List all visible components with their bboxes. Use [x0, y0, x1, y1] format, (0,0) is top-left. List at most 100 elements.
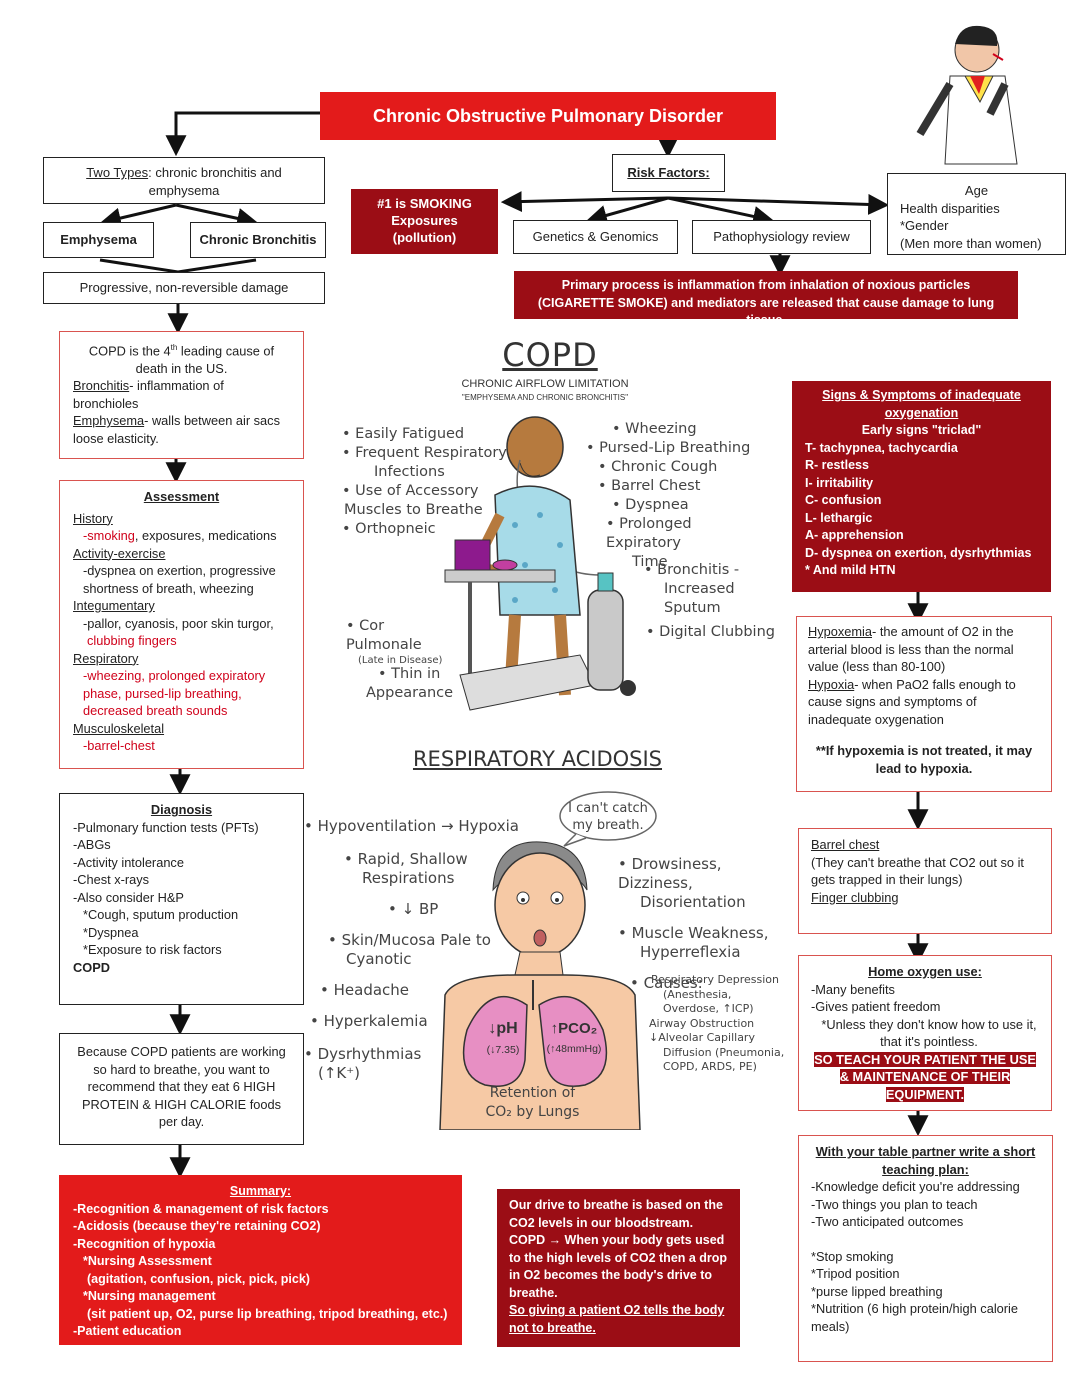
diagnosis-line: -Also consider H&P [73, 889, 184, 905]
teaching-heading: With your table partner write a short te… [815, 1144, 1036, 1177]
diagnosis-line: *Exposure to risk factors [83, 942, 222, 957]
diet-box: Because COPD patients are working so har… [59, 1033, 304, 1145]
chronic-bronchitis-box: Chronic Bronchitis [190, 222, 326, 258]
speech-bubble-text: I can't catch my breath. [568, 801, 648, 833]
drive-text-2: COPD → When your body gets used to the h… [509, 1233, 728, 1300]
bronchitis-definition: Bronchitis- inflammation of bronchioles [73, 378, 224, 411]
copd-patient-illustration [444, 416, 636, 711]
activity-label: Activity-exercise [73, 545, 166, 561]
progressive-damage-box: Progressive, non-reversible damage [43, 272, 325, 304]
teaching-item: *Stop smoking [811, 1248, 894, 1264]
respiratory-acidosis-title: RESPIRATORY ACIDOSIS [412, 747, 663, 771]
diagnosis-line: -Chest x-rays [73, 872, 150, 887]
signs-subheading: Early signs "triclad" [861, 423, 982, 437]
tricald-line: A- apprehension [805, 528, 904, 542]
copd-facts-box: COPD is the 4th leading cause of death i… [59, 331, 304, 459]
smoking-line-3: (pollution) [392, 230, 457, 245]
home-oxygen-line: -Many benefits [811, 981, 895, 997]
acidosis-causes-list: Respiratory Depression (Anesthesia, Over… [649, 973, 785, 1073]
finger-clubbing-label: Finger clubbing [811, 889, 899, 905]
cor-pulmonale-label: • Cor Pulmonale (Late in Disease) [346, 618, 443, 666]
tricald-line: R- restless [805, 458, 869, 472]
respiratory-label: Respiratory [73, 650, 139, 666]
tricald-line: I- irritability [805, 475, 874, 490]
summary-line: -Recognition of hypoxia [73, 1236, 216, 1251]
digital-clubbing-label: • Digital Clubbing [646, 624, 775, 640]
acidosis-patient-illustration [439, 841, 641, 1130]
diagnosis-line: *Cough, sputum production [83, 907, 239, 922]
other-risk-box: Age Health disparities *Gender (Men more… [887, 173, 1066, 255]
copd-left-symptoms: • Easily Fatigued • Frequent Respiratory… [342, 426, 507, 537]
diagnosis-heading: Diagnosis [150, 802, 213, 817]
summary-box: Summary: -Recognition & management of ri… [59, 1175, 462, 1345]
gender-text: *Gender [900, 218, 949, 233]
gender-note: (Men more than women) [900, 235, 1042, 251]
hypoxemia-definition: Hypoxemia- the amount of O2 in the arter… [808, 624, 1014, 674]
summary-line: (agitation, confusion, pick, pick, pick) [87, 1271, 310, 1286]
genetics-box: Genetics & Genomics [513, 220, 678, 254]
drive-to-breathe-box: Our drive to breathe is based on the CO2… [497, 1189, 740, 1347]
barrel-chest-label: Barrel chest [811, 837, 880, 852]
diagnosis-box: Diagnosis -Pulmonary function tests (PFT… [59, 793, 304, 1005]
summary-line: -Patient education [73, 1324, 182, 1338]
two-types-text: : chronic bronchitis and emphysema [148, 165, 282, 198]
disparities-text: Health disparities [900, 200, 1000, 216]
drive-text-1: Our drive to breathe is based on the CO2… [509, 1198, 723, 1230]
thin-appearance-label: • Thin in Appearance [366, 666, 454, 701]
home-oxygen-line: *Unless they don't know how to use it, t… [821, 1016, 1037, 1050]
hypoxemia-note: **If hypoxemia is not treated, it may le… [815, 743, 1033, 776]
summary-heading: Summary: [229, 1184, 292, 1198]
signs-symptoms-box: Signs & Symptoms of inadequate oxygenati… [792, 381, 1051, 592]
teaching-line: -Knowledge deficit you're addressing [811, 1179, 1020, 1194]
tricald-line: * And mild HTN [805, 563, 896, 577]
primary-process-box: Primary process is inflammation from inh… [514, 271, 1018, 327]
summary-line: (sit patient up, O2, purse lip breathing… [87, 1306, 448, 1321]
teaching-line: -Two things you plan to teach [811, 1196, 978, 1212]
acidosis-right-symptoms: • Drowsiness, Dizziness, Disorientation … [618, 855, 769, 992]
leading-cause-text: COPD is the 4th leading cause of death i… [88, 343, 275, 376]
hypoxemia-box: Hypoxemia- the amount of O2 in the arter… [796, 616, 1052, 792]
integumentary-text: -pallor, cyanosis, poor skin turgor, [83, 615, 274, 631]
risk-factors-heading: Risk Factors: [612, 154, 725, 192]
tricald-line: C- confusion [805, 493, 882, 507]
diagnosis-line: -ABGs [73, 837, 111, 852]
page-title: Chronic Obstructive Pulmonary Disorder [320, 92, 776, 140]
tricald-line: D- dyspnea on exertion, dysrhythmias [805, 545, 1032, 560]
signs-heading: Signs & Symptoms of inadequate oxygenati… [822, 388, 1021, 420]
smoking-risk-box: #1 is SMOKING Exposures (pollution) [351, 189, 498, 254]
respiratory-text: -wheezing, prolonged expiratory phase, p… [83, 668, 266, 718]
teaching-item: *Nutrition (6 high protein/high calorie … [811, 1301, 1018, 1334]
pathophysiology-box: Pathophysiology review [692, 220, 871, 254]
co2-retention-label: Retention of CO₂ by Lungs [485, 1085, 580, 1120]
emphysema-box: Emphysema [43, 222, 154, 258]
tricald-line: L- lethargic [805, 510, 873, 525]
hypoxia-definition: Hypoxia- when PaO2 falls enough to cause… [808, 676, 1016, 727]
home-oxygen-heading: Home oxygen use: [868, 964, 982, 979]
pco2-label: ↑PCO₂ (↑48mmHg) [546, 1020, 602, 1055]
teaching-line: -Two anticipated outcomes [811, 1214, 964, 1229]
acidosis-left-symptoms: • Hypoventilation → Hypoxia • Rapid, Sha… [304, 817, 519, 1082]
assessment-box: Assessment History -smoking, exposures, … [59, 480, 304, 769]
musculoskeletal-text: -barrel-chest [83, 738, 155, 753]
barrel-chest-text: (They can't breathe that CO2 out so it g… [811, 854, 1024, 888]
diagnosis-line: -Pulmonary function tests (PFTs) [73, 819, 259, 835]
home-oxygen-box: Home oxygen use: -Many benefits -Gives p… [798, 955, 1052, 1111]
bronchitis-sputum-label: • Bronchitis - Increased Sputum [644, 562, 740, 616]
smoking-line-2: Exposures [391, 213, 458, 228]
musculoskeletal-label: Musculoskeletal [73, 720, 165, 736]
smoking-line-1: #1 is SMOKING [377, 196, 472, 211]
two-types-box: Two Types: chronic bronchitis and emphys… [43, 157, 325, 204]
drive-text-3: So giving a patient O2 tells the body no… [509, 1303, 725, 1335]
summary-line: -Recognition & management of risk factor… [73, 1201, 329, 1216]
emphysema-definition: Emphysema- walls between air sacs loose … [73, 413, 280, 446]
copd-illustration-title: COPD [502, 336, 598, 374]
summary-line: *Nursing management [83, 1289, 216, 1303]
ph-label: ↓pH (↓7.35) [486, 1020, 520, 1056]
summary-line: -Acidosis (because they're retaining CO2… [73, 1219, 321, 1233]
history-text: -smoking, exposures, medications [83, 528, 277, 543]
teaching-item: *Tripod position [811, 1266, 900, 1281]
copd-right-symptoms: • Wheezing • Pursed-Lip Breathing • Chro… [586, 421, 751, 570]
age-text: Age [964, 183, 989, 198]
diagnosis-footer: COPD [73, 959, 110, 975]
integumentary-label: Integumentary [73, 598, 155, 613]
